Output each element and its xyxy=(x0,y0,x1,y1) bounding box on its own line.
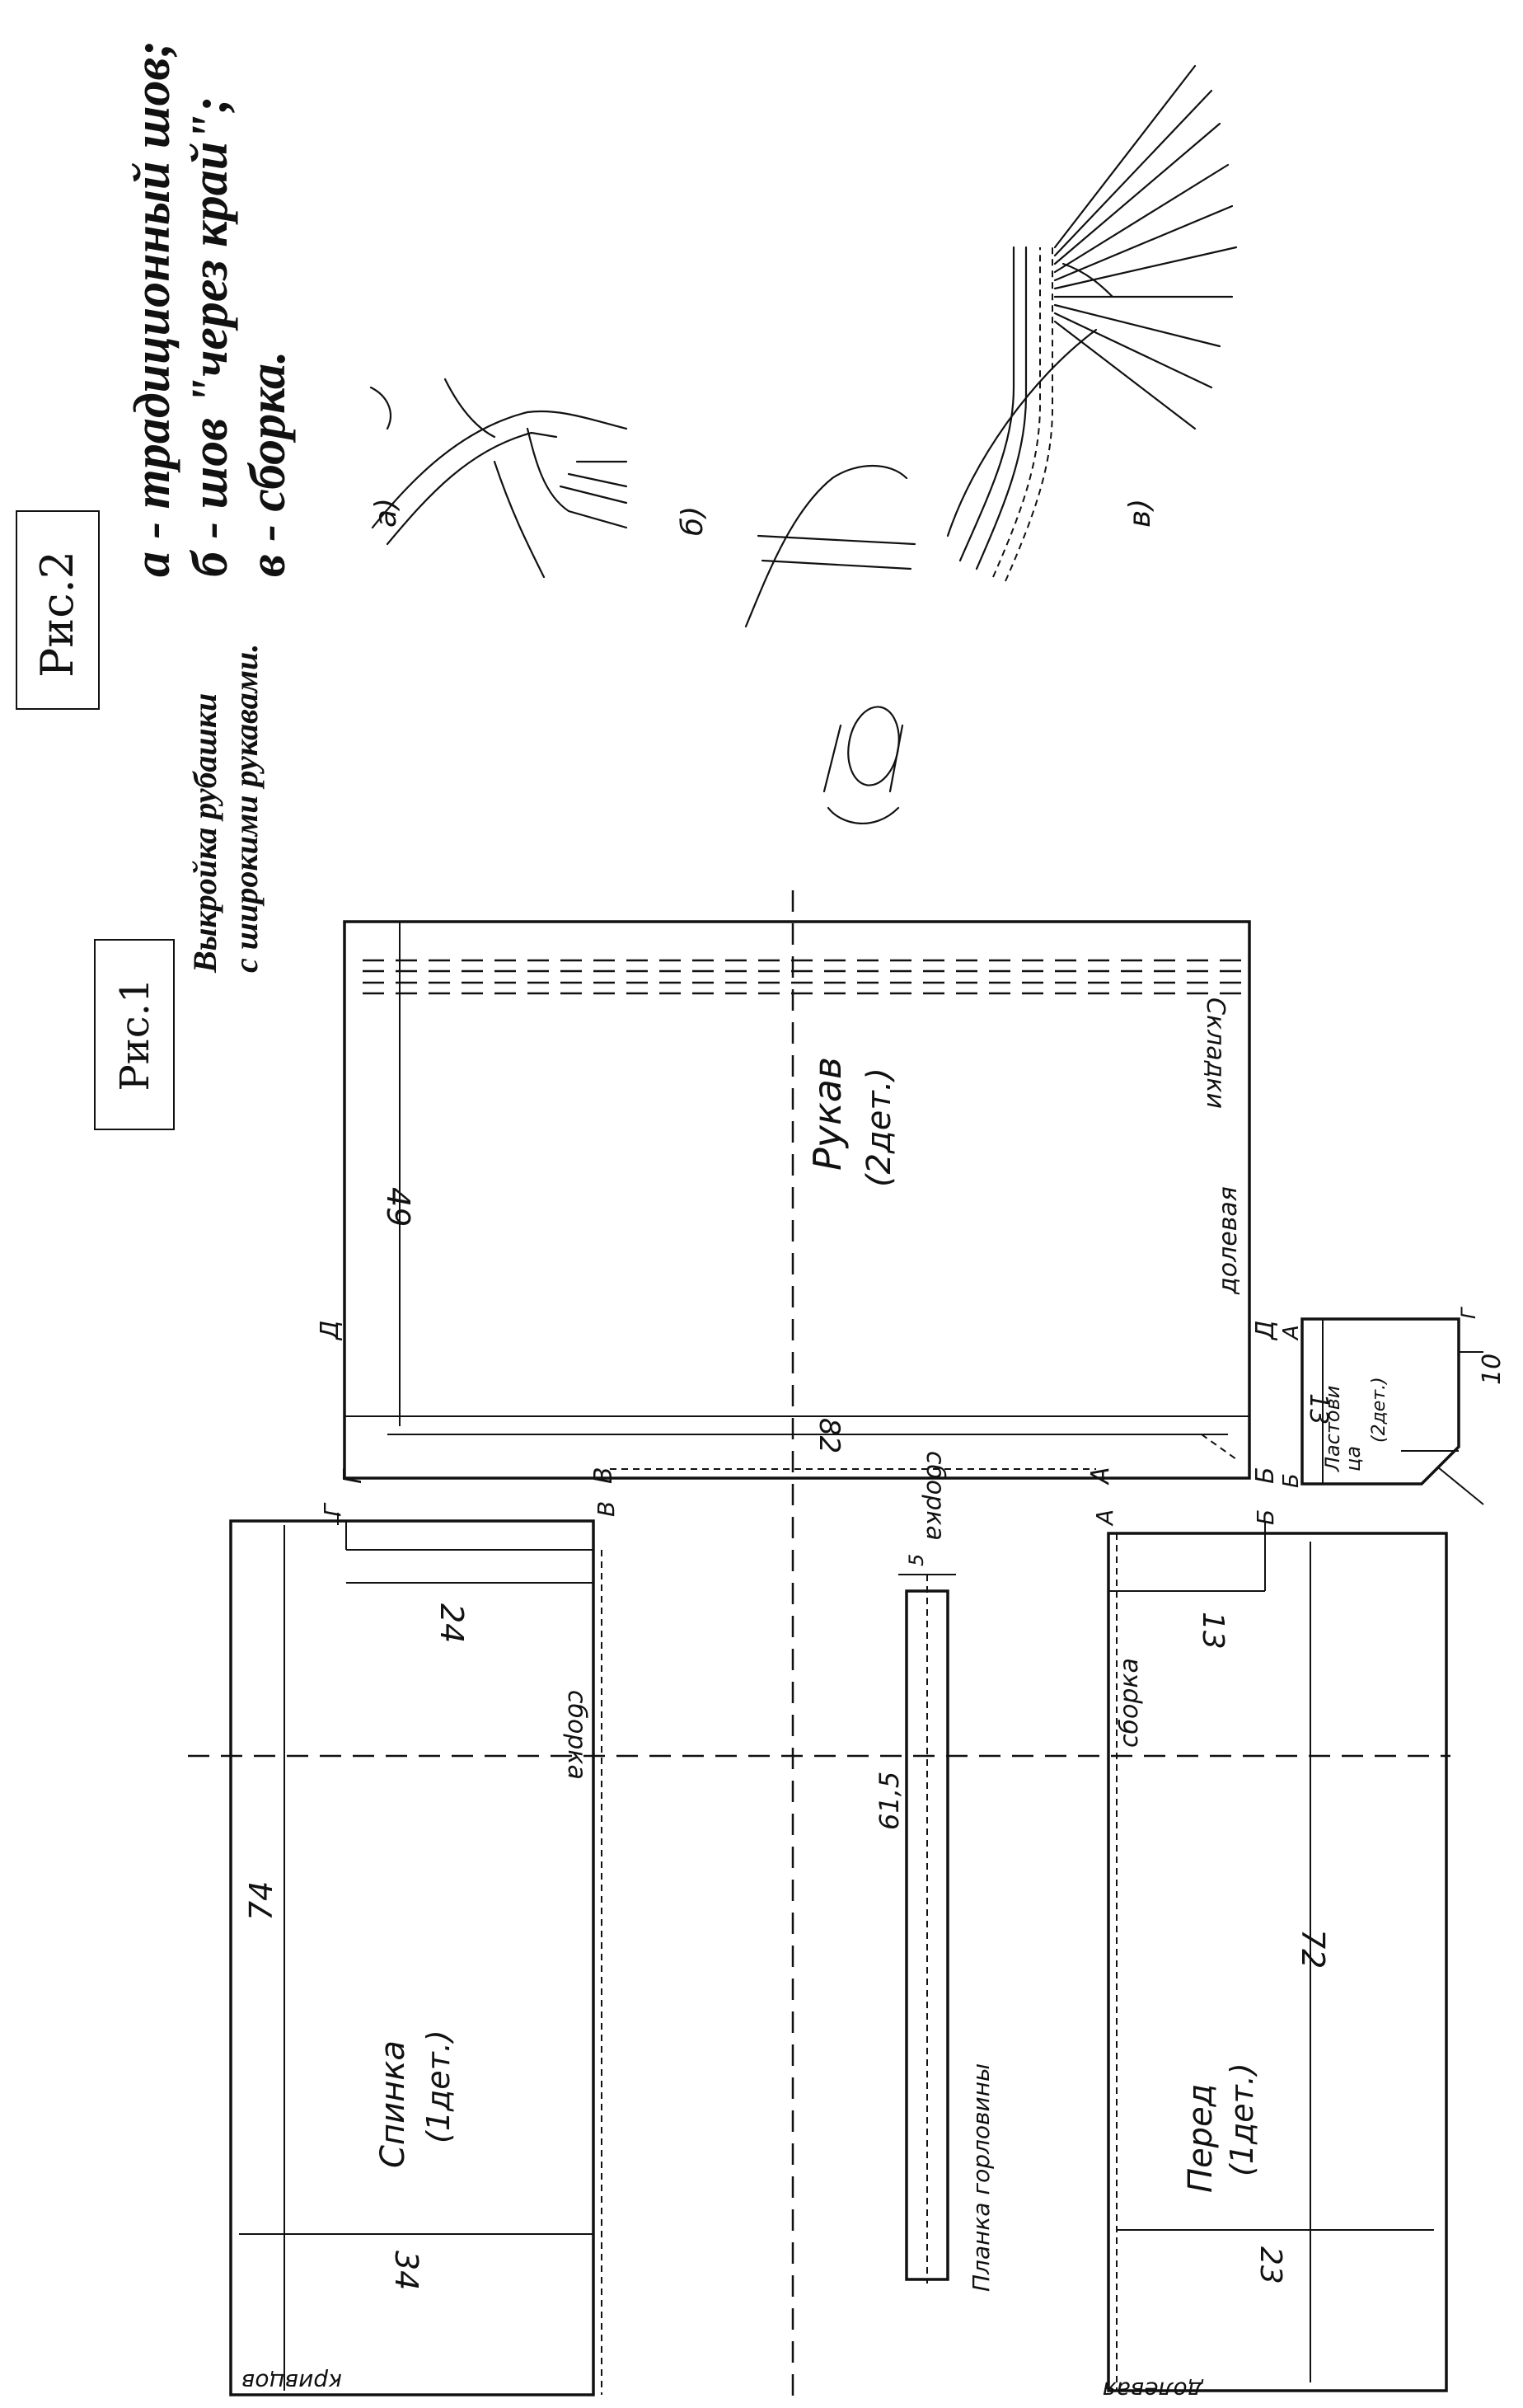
fig1-label-box: Рис.1 xyxy=(94,939,175,1130)
gusset-piece: 13 10 Ластови ца (2дет.) Б А Г xyxy=(1279,1307,1507,1505)
sleeve-point-a: А xyxy=(1086,1467,1115,1486)
seam-sketch-overedge: б) xyxy=(676,465,916,825)
sleeve-point-v: В xyxy=(589,1467,618,1484)
back-point-v: В xyxy=(593,1501,620,1517)
back-gather-label: сборка xyxy=(562,1690,591,1780)
back-dim-width: 34 xyxy=(388,2251,424,2290)
placket-piece: 61,5 5 Планка горловины xyxy=(874,1554,995,2292)
gusset-count: (2дет.) xyxy=(1369,1377,1389,1443)
front-gather-label: сборка xyxy=(1115,1658,1144,1748)
front-point-b: Б xyxy=(1252,1509,1279,1525)
front-count: (1дет.) xyxy=(1224,2063,1260,2176)
sleeve-name: Рукав xyxy=(805,1057,850,1171)
fig2-legend-a: а - традиционный шов; xyxy=(124,40,180,577)
back-count: (1дет.) xyxy=(420,2030,457,2143)
seam-sketch-gather: в) xyxy=(946,64,1238,582)
back-name: Спинка xyxy=(374,2040,412,2168)
front-point-a: А xyxy=(1091,1509,1118,1527)
sleeve-dim-length: 82 xyxy=(813,1418,846,1453)
sleeve-point-d-bottom: Д xyxy=(1251,1321,1280,1341)
sleeve-point-g: Г xyxy=(339,1468,368,1484)
back-dim-length: 74 xyxy=(243,1881,279,1921)
seam-label-v: в) xyxy=(1123,499,1157,528)
front-piece: 13 72 23 Перед (1дет.) сборка долевая А … xyxy=(1091,1509,1448,2404)
fig2-legend: а - традиционный шов; б - шов "через кра… xyxy=(124,40,296,577)
front-dim-armhole: 13 xyxy=(1196,1612,1230,1650)
sleeve-point-b: Б xyxy=(1251,1467,1280,1484)
gusset-point-b: Б xyxy=(1279,1473,1304,1488)
front-dim-width: 23 xyxy=(1254,2246,1287,2284)
fig1-caption-line1: Выкройка рубашки xyxy=(186,693,223,974)
gusset-dim-side: 13 xyxy=(1304,1393,1333,1425)
gusset-point-a: А xyxy=(1279,1325,1304,1341)
gusset-point-g: Г xyxy=(1457,1307,1480,1319)
fig2-label: Рис.2 xyxy=(31,551,83,678)
fig2-legend-b: б - шов "через край"; xyxy=(182,96,238,577)
back-piece: 74 24 34 Спинка (1дет.) сборка кривцов Г… xyxy=(229,1501,620,2396)
back-point-g: Г xyxy=(319,1502,346,1517)
sleeve-grain-label: долевая xyxy=(1214,1186,1243,1295)
front-name: Перед xyxy=(1182,2084,1220,2193)
front-dim-length: 72 xyxy=(1295,1929,1331,1969)
back-dim-armhole: 24 xyxy=(433,1603,470,1643)
fig1-caption-line2: с широкими рукавами. xyxy=(227,644,265,973)
back-edge-label: кривцов xyxy=(241,2368,342,2396)
gusset-name-line1: Ластови xyxy=(1321,1386,1344,1472)
gusset-dim-height: 10 xyxy=(1478,1354,1507,1385)
sleeve-point-d-top: Д xyxy=(316,1321,344,1341)
seam-sketch-traditional: а) xyxy=(369,378,628,579)
seam-label-a: а) xyxy=(369,498,403,528)
placket-dim-length: 61,5 xyxy=(874,1772,905,1830)
fig1-label: Рис.1 xyxy=(112,979,158,1091)
front-grain-label: долевая xyxy=(1103,2377,1204,2404)
seam-label-b: б) xyxy=(676,506,710,536)
sleeve-count: (2дет.) xyxy=(860,1068,898,1187)
sleeve-fold-label: Складки xyxy=(1201,997,1230,1109)
placket-dim-width: 5 xyxy=(905,1554,928,1566)
sleeve-piece: 49 82 Рукав (2дет.) Складки сборка долев… xyxy=(316,920,1280,1541)
fig2-label-box: Рис.2 xyxy=(16,510,100,710)
gusset-name-line2: ца xyxy=(1342,1446,1365,1472)
fig2-legend-v: в - сборка. xyxy=(240,350,296,577)
fig1-caption: Выкройка рубашки с широкими рукавами. xyxy=(186,644,265,974)
placket-name: Планка горловины xyxy=(968,2063,995,2292)
sleeve-dim-width: 49 xyxy=(380,1187,416,1227)
sleeve-gather-label: сборка xyxy=(921,1451,949,1541)
